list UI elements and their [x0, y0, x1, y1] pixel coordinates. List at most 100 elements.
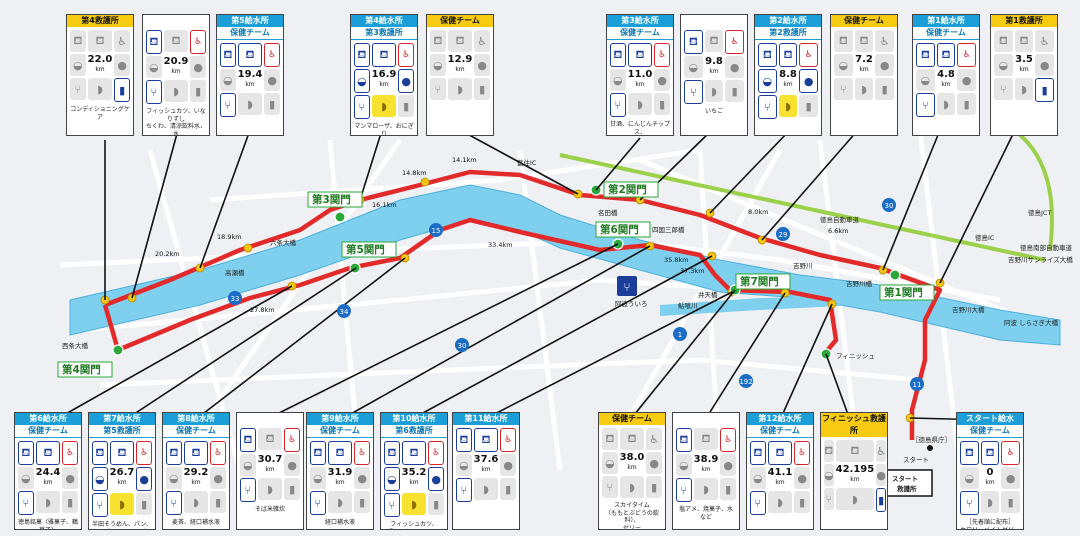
fork-knife-icon: ⑂ — [310, 491, 326, 515]
banana-icon: ◗ — [257, 478, 283, 500]
bottle-icon: ▮ — [1001, 491, 1020, 513]
food-icon: ● — [114, 54, 130, 76]
distance-value: 31.9 — [327, 467, 353, 478]
gate-1-text: 第1関門 — [884, 286, 923, 299]
distance-value: 7.2 — [855, 54, 873, 65]
route-29: 29 — [779, 231, 788, 239]
cup-2-icon: ⛾ — [473, 428, 499, 452]
cup-icon: ⛾ — [146, 30, 162, 54]
cup-2-icon: ⛾ — [327, 441, 353, 465]
pref-office-dot — [927, 445, 933, 451]
banana-icon: ◗ — [371, 95, 397, 117]
card-title: 第5給水所 — [217, 15, 283, 27]
toilet-icon: ♿ — [500, 428, 516, 452]
distance-unit: km — [171, 68, 181, 75]
card-note: ［先着順に配布］カロリーメイトゼリー — [960, 519, 1020, 530]
km-14-8: 14.8km — [402, 169, 427, 177]
food-icon: ● — [799, 69, 818, 93]
fork-knife-icon: ⑂ — [166, 491, 182, 515]
card-note: フィッシュカツ、いなりずしちくわ、清涼飲料水、水 — [146, 108, 207, 136]
bottle-icon: ▮ — [799, 95, 818, 117]
place-sunrise-bridge: 吉野川サンライズ大橋 — [1008, 255, 1073, 264]
fork-knife-icon: ⑂ — [684, 80, 703, 104]
fork-knife-icon: ⑂ — [610, 93, 626, 117]
toilet-icon: ♿ — [474, 30, 490, 52]
card-title: 第10給水所 — [381, 413, 447, 425]
distance-unit: km — [859, 66, 869, 73]
bowl-icon: ◒ — [602, 452, 618, 474]
distance-value: 22.0 — [87, 54, 113, 65]
distance-value: 41.1 — [767, 467, 793, 478]
km-8-0: 8.0km — [748, 208, 768, 216]
toilet-icon: ♿ — [1035, 30, 1054, 52]
km-20-2: 20.2km — [155, 250, 180, 258]
cup-icon: ⛾ — [456, 428, 472, 452]
toilet-icon: ♿ — [654, 43, 670, 67]
cup-2-icon: ⛾ — [778, 43, 798, 67]
bowl-icon: ◒ — [92, 467, 108, 491]
cup-2-icon: ⛾ — [1014, 30, 1034, 52]
cup-icon: ⛾ — [610, 43, 626, 67]
card-note: 麦茶、経口補水液 — [171, 519, 220, 526]
bowl-icon: ◒ — [834, 54, 853, 76]
card-note: マンマローザ、おにぎりすだちジュース、牛乳 — [354, 123, 414, 136]
card-note: いちご — [704, 108, 723, 115]
bottle-icon: ▮ — [62, 491, 78, 513]
place-awa-uiro: 阿波ういろ — [615, 299, 648, 308]
gate-6-text: 第6関門 — [600, 223, 639, 236]
cup-icon: ⛾ — [18, 441, 34, 465]
distance-unit: km — [1019, 66, 1029, 73]
distance-unit: km — [117, 479, 127, 486]
km-35-8: 35.8km — [664, 256, 689, 264]
card-title: 保健チーム — [15, 425, 81, 438]
fork-knife-icon: ⑂ — [960, 491, 979, 515]
cup-icon: ⛾ — [310, 441, 326, 465]
place-nishijo-bridge: 西条大橋 — [62, 341, 89, 350]
food-icon: ● — [646, 452, 662, 474]
toilet-icon: ♿ — [190, 30, 206, 54]
cup-icon: ⛾ — [676, 428, 692, 452]
top-card: 第3給水所保健チーム⛾⛾♿◒11.0km●⑂◗▮甘酒、にんじんチップス、藍ハーブ… — [606, 14, 674, 136]
cup-2-icon: ⛾ — [693, 428, 719, 450]
cup-icon: ⛾ — [750, 441, 766, 465]
card-title: スタート給水 — [957, 413, 1023, 425]
toilet-icon: ♿ — [875, 30, 894, 52]
gate-5-label: 第5関門 — [341, 241, 397, 258]
start-aid-box: スタート 救護所 — [885, 469, 933, 497]
distance-unit: km — [245, 81, 255, 88]
bowl-icon: ◒ — [70, 54, 86, 76]
place-takase-bridge: 高瀬橋 — [225, 268, 245, 277]
food-icon: ● — [500, 454, 516, 476]
bowl-icon: ◒ — [916, 69, 935, 91]
fork-knife-icon: ⑂ — [430, 78, 446, 100]
top-card: 第4給水所第3救護所⛾⛾♿◒16.9km●⑂◗▮マンマローザ、おにぎりすだちジュ… — [350, 14, 418, 136]
banana-icon: ◗ — [767, 491, 793, 513]
place-tokushima-expressway: 徳島自動車道 — [820, 215, 860, 224]
cup-icon: ⛾ — [430, 30, 446, 52]
banana-icon: ◗ — [854, 78, 874, 100]
place-tokushima-pref: ［徳島県庁］ — [912, 435, 951, 444]
card-title: 第7給水所 — [89, 413, 155, 425]
place-yoshino-river: 吉野川 — [793, 262, 813, 270]
food-icon: ● — [654, 69, 670, 91]
fork-knife-icon: ⑂ — [916, 93, 935, 117]
gate-1-label: 第1関門 — [879, 284, 935, 301]
food-icon: ● — [875, 54, 894, 76]
card-title: 保健チーム — [913, 27, 979, 40]
route-1: 1 — [678, 331, 682, 339]
